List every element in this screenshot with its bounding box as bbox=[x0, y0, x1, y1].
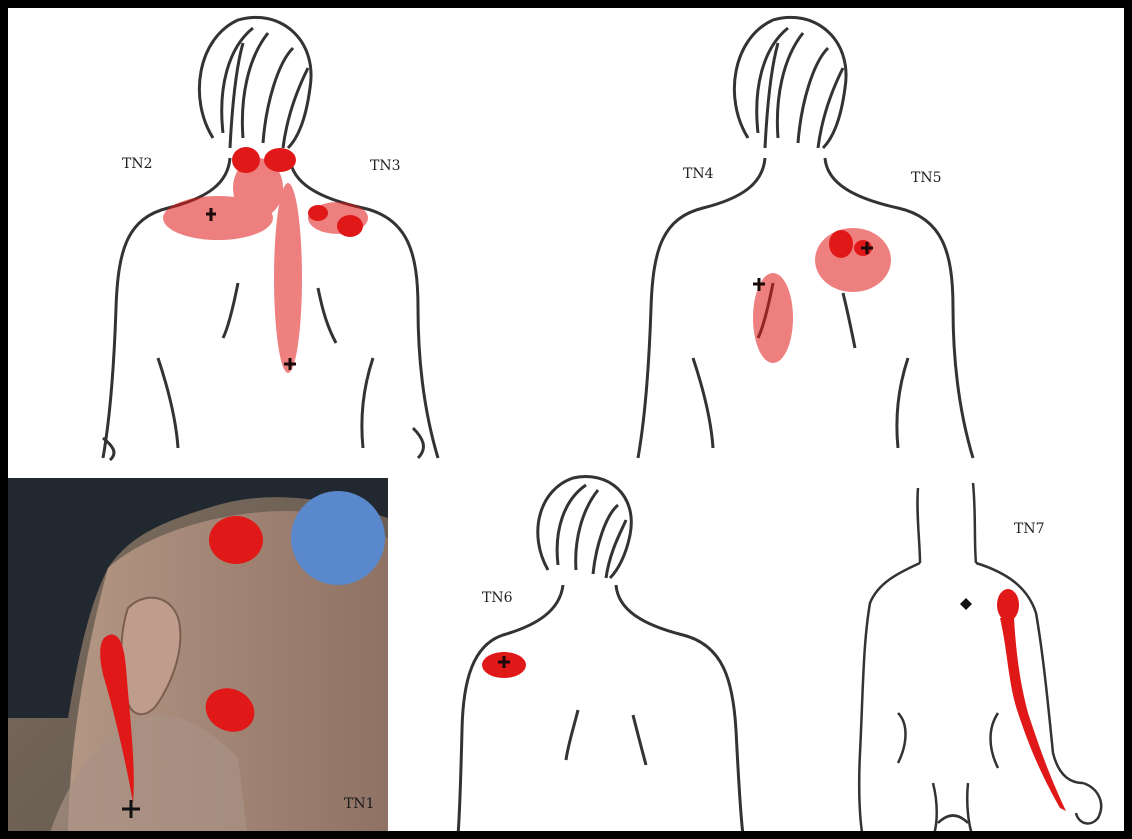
panel-back-tn2-tn3: TN2 TN3 bbox=[18, 8, 478, 466]
pain-spot-temple bbox=[209, 516, 263, 564]
body-outline bbox=[859, 483, 1101, 838]
pain-referral-area bbox=[163, 158, 368, 373]
back-figure-illustration bbox=[18, 8, 478, 466]
body-outline bbox=[103, 17, 438, 460]
panel-back-arm-tn7: TN7 bbox=[848, 473, 1128, 839]
head-side-photo bbox=[8, 478, 388, 838]
photo-head-side-tn1: TN1 bbox=[8, 478, 388, 838]
label-tn7: TN7 bbox=[1014, 521, 1045, 537]
label-tn5: TN5 bbox=[911, 170, 942, 186]
panel-back-tn6: TN6 bbox=[418, 470, 778, 839]
cross-icon bbox=[960, 598, 972, 610]
pain-referral-area bbox=[997, 589, 1066, 811]
back-figure-illustration bbox=[418, 470, 778, 839]
label-tn6: TN6 bbox=[482, 590, 513, 606]
face-privacy-circle bbox=[291, 491, 385, 585]
label-tn1: TN1 bbox=[344, 796, 375, 812]
panel-back-tn4-tn5: TN4 TN5 bbox=[593, 8, 1023, 466]
label-tn2: TN2 bbox=[122, 156, 153, 172]
back-arm-illustration bbox=[848, 473, 1128, 839]
back-figure-illustration bbox=[593, 8, 1023, 466]
label-tn3: TN3 bbox=[370, 158, 401, 174]
body-outline bbox=[638, 17, 973, 458]
label-tn4: TN4 bbox=[683, 166, 714, 182]
